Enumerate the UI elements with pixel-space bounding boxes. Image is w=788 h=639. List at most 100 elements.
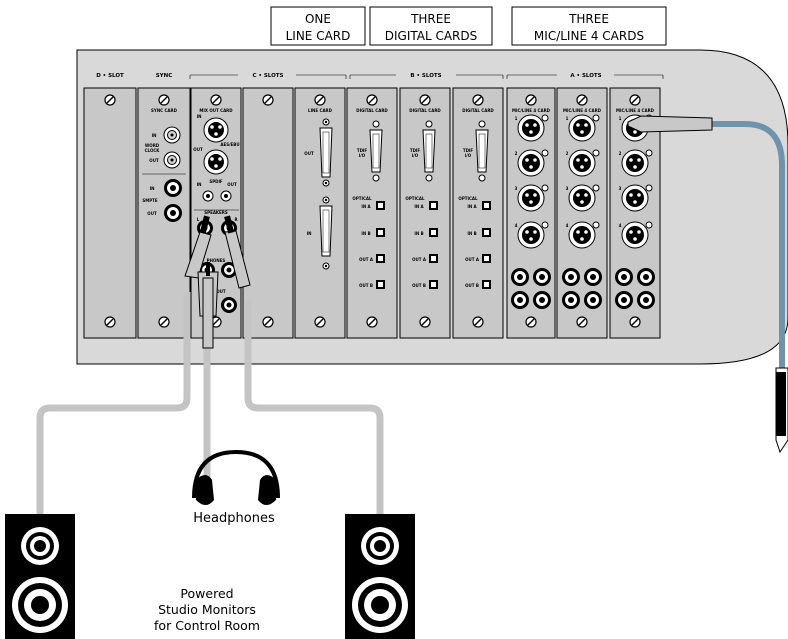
header-d-slot: D • SLOT <box>96 73 124 79</box>
xlr-input-icon <box>621 149 653 177</box>
channel-number: 1 <box>619 116 622 121</box>
callout-one-line-card: ONE LINE CARD <box>270 6 366 46</box>
mic-line-card-title: MIC/LINE 4 CARD <box>616 108 655 113</box>
card-digital-1 <box>346 87 398 339</box>
callout-line-1: THREE <box>410 12 451 26</box>
line-out-label: OUT <box>304 151 314 156</box>
tdif-label-line-1: TDIF <box>463 148 474 153</box>
screw-icon <box>210 94 222 106</box>
optical-label: OPTICAL <box>458 196 478 201</box>
screw-icon <box>104 94 116 106</box>
optical-port-label: IN B <box>467 231 476 236</box>
screw-icon <box>262 94 274 106</box>
speaker-left-icon <box>5 514 75 639</box>
screw-icon <box>472 316 484 328</box>
optical-port-label: OUT B <box>465 283 479 288</box>
screw-icon <box>104 316 116 328</box>
channel-number: 1 <box>566 116 569 121</box>
tdif-label-line-2: I/O <box>412 153 419 158</box>
channel-number: 2 <box>515 151 518 156</box>
cable-left-monitor <box>36 292 191 515</box>
mic-line-card-title: MIC/LINE 4 CARD <box>563 108 602 113</box>
speaker-l-label: L <box>197 217 200 222</box>
monitors-line-3: for Control Room <box>154 618 260 633</box>
headphones-icon <box>192 449 280 505</box>
cable-right-monitor <box>244 300 384 515</box>
jack-plugs <box>184 215 251 349</box>
aes-out-label: OUT <box>193 147 203 152</box>
speaker-right-icon <box>345 514 415 639</box>
optical-port-label: IN A <box>361 204 371 209</box>
channel-number: 3 <box>619 186 622 191</box>
optical-port-label: OUT B <box>412 283 426 288</box>
screw-icon <box>629 316 641 328</box>
sync-card-title: SYNC CARD <box>151 108 178 113</box>
optical-port-label: OUT A <box>465 257 480 262</box>
xlr-plug-panel <box>627 115 713 133</box>
slot-headers: D • SLOT SYNC C • SLOTS B • SLOTS A • SL… <box>96 73 664 79</box>
xlr-input-icon <box>568 114 600 142</box>
optical-label: OPTICAL <box>352 196 372 201</box>
sync-in-label: IN <box>152 133 157 138</box>
screw-icon <box>262 316 274 328</box>
spdif-out-label: OUT <box>227 182 237 187</box>
line-input-jack-icon <box>511 291 529 309</box>
header-b-slots: B • SLOTS <box>410 73 441 79</box>
card-screws <box>104 94 641 328</box>
spdif-label: SPDIF <box>209 179 223 184</box>
callout-line-2: MIC/LINE 4 CARDS <box>534 29 644 43</box>
header-c-slots: C • SLOTS <box>252 73 283 79</box>
screw-icon <box>576 94 588 106</box>
phones-label: PHONES <box>207 258 226 263</box>
sync-out-label: OUT <box>149 158 159 163</box>
sync-card-content: SYNC CARD IN WORD CLOCK OUT IN SMPTE OUT <box>142 108 186 222</box>
headphones-label: Headphones <box>193 511 275 526</box>
tdif-label-line-2: I/O <box>465 153 472 158</box>
tdif-label-line-1: TDIF <box>357 148 368 153</box>
channel-number: 1 <box>515 116 518 121</box>
xlr-input-icon <box>568 184 600 212</box>
channel-number: 4 <box>619 223 622 228</box>
card-digital-2 <box>399 87 451 339</box>
line-input-jack-icon <box>637 268 655 286</box>
screw-icon <box>629 94 641 106</box>
spdif-in-label: IN <box>197 182 202 187</box>
monitors-line-1: Powered <box>180 586 233 601</box>
line-input-jack-icon <box>511 268 529 286</box>
callout-line-1: THREE <box>568 12 609 26</box>
xlr-input-icon <box>568 149 600 177</box>
screw-icon <box>314 316 326 328</box>
xlr-input-icon <box>517 221 549 249</box>
screw-icon <box>366 94 378 106</box>
line-input-jack-icon <box>562 268 580 286</box>
line-card-title: LINE CARD <box>308 108 333 113</box>
card-digital-3 <box>452 87 504 339</box>
optical-port-label: IN B <box>361 231 370 236</box>
optical-port-label: OUT A <box>412 257 427 262</box>
digital-card-title: DIGITAL CARD <box>356 108 388 113</box>
xlr-input-icon <box>621 221 653 249</box>
callout-line-1: ONE <box>305 12 331 26</box>
screw-icon <box>419 94 431 106</box>
word-clock-line-1: WORD <box>145 143 160 148</box>
tdif-label-line-1: TDIF <box>410 148 421 153</box>
line-card-content: LINE CARD OUT IN <box>304 108 333 270</box>
screw-icon <box>525 316 537 328</box>
screw-icon <box>472 94 484 106</box>
callout-line-2: LINE CARD <box>286 29 351 43</box>
xlr-input-icon <box>621 184 653 212</box>
line-input-jack-icon <box>533 268 551 286</box>
line-in-label: IN <box>307 231 312 236</box>
optical-port-label: IN B <box>414 231 423 236</box>
tdif-label-line-2: I/O <box>359 153 366 158</box>
screw-icon <box>158 94 170 106</box>
monitors-line-2: Studio Monitors <box>158 602 256 617</box>
mix-out-card-content: MIX OUT CARD IN OUT AES/EBU IN SPDIF OUT… <box>193 108 240 313</box>
